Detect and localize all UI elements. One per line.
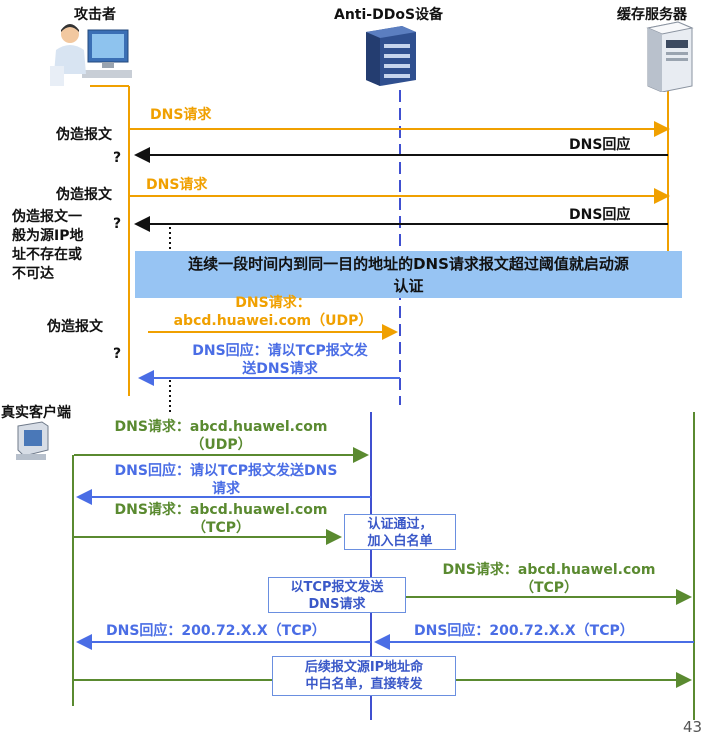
page-number: 43 bbox=[683, 718, 703, 736]
unknown-source-mark-1: ? bbox=[113, 150, 122, 166]
client-dns-request-udp: DNS请求：abcd.huawel.com （UDP） bbox=[114, 419, 328, 453]
server-dns-response: DNS回应：200.72.X.X（TCP） bbox=[414, 623, 634, 639]
dns-request-label-1: DNS请求 bbox=[150, 107, 212, 123]
device-response-use-tcp: DNS回应：请以TCP报文发送DNS 请求 bbox=[114, 463, 338, 497]
fake-packet-label-3: 伪造报文 bbox=[47, 319, 103, 335]
unknown-source-mark-3: ? bbox=[113, 346, 122, 362]
real-client-header: 真实客户端 bbox=[1, 405, 71, 421]
client-computer-icon bbox=[16, 421, 49, 460]
device-dns-request-tcp: DNS请求：abcd.huawel.com （TCP） bbox=[442, 562, 656, 596]
fake-packet-note: 伪造报文一 般为源IP地 址不存在或 不可达 bbox=[12, 209, 84, 282]
attacker-person-icon bbox=[50, 24, 132, 86]
client-dns-request-tcp: DNS请求：abcd.huawel.com （TCP） bbox=[114, 502, 328, 536]
unknown-source-mark-2: ? bbox=[113, 216, 122, 232]
server-tower-icon bbox=[646, 21, 694, 92]
dns-response-label-3: DNS回应：请以TCP报文发 送DNS请求 bbox=[192, 343, 368, 377]
source-auth-banner-text: 连续一段时间内到同一目的地址的DNS请求报文超过阈值就启动源 认证 bbox=[188, 255, 629, 295]
attacker-header: 攻击者 bbox=[74, 7, 116, 23]
device-header: Anti-DDoS设备 bbox=[334, 7, 444, 23]
device-dns-response-client: DNS回应：200.72.X.X（TCP） bbox=[106, 623, 326, 639]
fake-packet-label-1: 伪造报文 bbox=[56, 127, 112, 143]
fake-packet-label-2: 伪造报文 bbox=[56, 187, 112, 203]
dns-response-label-1: DNS回应 bbox=[569, 137, 631, 153]
dns-request-label-3: DNS请求： abcd.huawei.com（UDP） bbox=[173, 295, 373, 329]
whitelist-forward-box: 后续报文源IP地址命 中白名单，直接转发 bbox=[272, 656, 456, 696]
firewall-device-icon bbox=[366, 26, 416, 86]
forward-tcp-box: 以TCP报文发送 DNS请求 bbox=[268, 577, 406, 613]
auth-passed-box: 认证通过， 加入白名单 bbox=[344, 514, 456, 550]
dns-response-label-2: DNS回应 bbox=[569, 207, 631, 223]
source-auth-banner: 连续一段时间内到同一目的地址的DNS请求报文超过阈值就启动源 认证 bbox=[135, 251, 682, 298]
server-header: 缓存服务器 bbox=[617, 7, 687, 23]
dns-request-label-2: DNS请求 bbox=[146, 177, 208, 193]
